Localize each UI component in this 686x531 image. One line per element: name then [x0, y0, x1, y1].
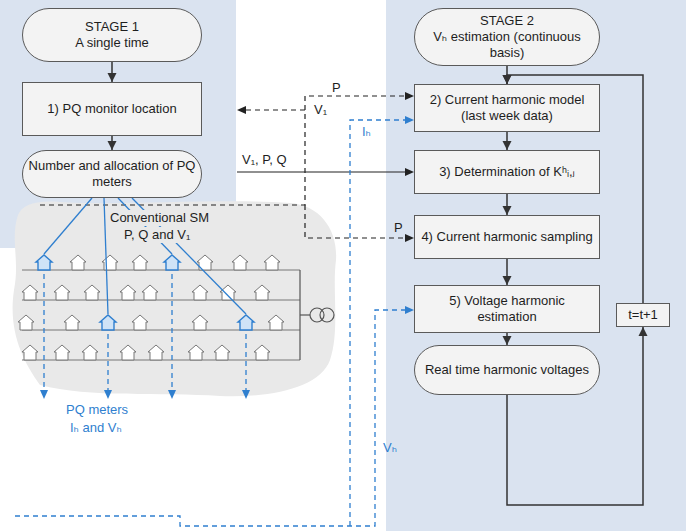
pq-signal-label: Vₕ [381, 440, 399, 456]
node-text: 5) Voltage harmonic estimation [420, 293, 594, 325]
node-text: Number and allocation of PQ meters [28, 158, 196, 190]
end-terminal: Real time harmonic voltages [414, 345, 600, 395]
flow-arrow [503, 194, 512, 215]
data-flow-line [237, 171, 407, 172]
arrowhead [108, 141, 117, 150]
pq-meter-house [100, 315, 116, 330]
node-text: 3) Determination of Kʰᵢ,ⱼ [439, 164, 575, 180]
house-icon [214, 345, 230, 360]
start-terminal: STAGE 1A single time [22, 8, 202, 62]
signal-label: V₁ [312, 102, 329, 118]
flow-arrow [503, 132, 512, 150]
house-icon [192, 285, 208, 300]
house-icon [120, 285, 136, 300]
feeder-line [22, 330, 300, 331]
house-icon [132, 315, 148, 330]
pq-meter-house [36, 255, 52, 270]
house-icon [132, 255, 148, 270]
stage-heading: STAGE 2 [480, 13, 534, 29]
house-icon [264, 255, 280, 270]
process-box: 2) Current harmonic model (last week dat… [414, 84, 600, 132]
pq-meter-lines [15, 120, 407, 526]
network-houses [18, 255, 300, 360]
arrowhead [503, 75, 512, 84]
house-icon [102, 255, 118, 270]
arrowhead [503, 141, 512, 150]
arrowhead [503, 75, 512, 84]
house-icon [54, 285, 70, 300]
process-box: 1) PQ monitor location [22, 82, 202, 136]
network-cloud [13, 201, 337, 396]
flow-arrow [108, 136, 117, 150]
node-text: 4) Current harmonic sampling [421, 229, 592, 245]
data-flow-arrowheads [237, 92, 414, 242]
start-terminal: STAGE 2Vₕ estimation (continuous basis) [414, 8, 600, 66]
node-text: A single time [75, 35, 149, 51]
house-icon [64, 315, 80, 330]
pq-signal-label: Iₕ [360, 124, 373, 140]
allocation-lines [44, 198, 246, 314]
house-icon [84, 285, 100, 300]
house-icon [268, 315, 284, 330]
house-icon [22, 345, 38, 360]
signal-label: V₁, P, Q [240, 152, 289, 168]
pq-meter-house [238, 315, 254, 330]
node-text: Vₕ estimation (continuous basis) [420, 29, 594, 61]
arrowhead [639, 327, 648, 336]
pq-signal-label: PQ meters [64, 402, 130, 418]
node-text: 1) PQ monitor location [47, 101, 176, 117]
signal-label: P [330, 80, 343, 96]
house-icon [82, 345, 98, 360]
process-box: 4) Current harmonic sampling [414, 215, 600, 259]
house-icon [18, 315, 34, 330]
flow-arrow [503, 259, 512, 285]
flow-arrow [108, 62, 117, 82]
arrowhead [503, 206, 512, 215]
node-text: Real time harmonic voltages [425, 362, 589, 378]
house-icon [148, 345, 164, 360]
feeder-line [22, 270, 300, 271]
flow-arrow [503, 66, 512, 84]
signal-label: P, Q and V₁ [122, 227, 192, 243]
arrowhead [108, 73, 117, 82]
counter-box: t=t+1 [616, 303, 670, 327]
process-box: 3) Determination of Kʰᵢ,ⱼ [414, 150, 600, 194]
house-icon [254, 285, 270, 300]
stage-heading: STAGE 1 [85, 19, 139, 35]
pq-meter-house [164, 255, 180, 270]
signal-label: P [392, 220, 405, 236]
house-icon [192, 315, 208, 330]
end-terminal: Number and allocation of PQ meters [22, 150, 202, 198]
house-icon [220, 285, 236, 300]
stage-panel [386, 0, 686, 531]
arrowhead [503, 276, 512, 285]
house-icon [142, 285, 158, 300]
process-box: 5) Voltage harmonic estimation [414, 285, 600, 333]
transformer-symbol [300, 270, 334, 360]
house-icon [54, 345, 70, 360]
house-icon [188, 345, 204, 360]
node-text: t=t+1 [628, 307, 658, 323]
node-text: 2) Current harmonic model (last week dat… [420, 92, 594, 124]
house-icon [70, 255, 86, 270]
pq-signal-label: Iₕ and Vₕ [68, 420, 124, 436]
signal-label: Conventional SM [108, 210, 211, 226]
house-icon [197, 255, 213, 270]
house-icon [22, 285, 38, 300]
flow-arrow [503, 333, 512, 345]
arrowhead [503, 336, 512, 345]
house-icon [254, 345, 270, 360]
house-icon [232, 255, 248, 270]
house-icon [120, 345, 136, 360]
